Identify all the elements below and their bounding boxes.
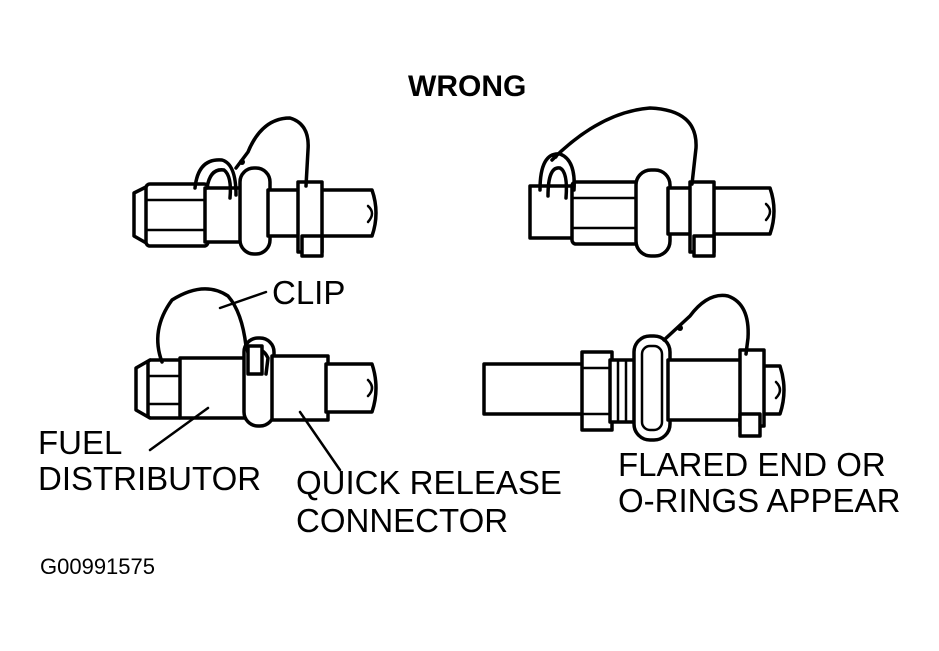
figure-code: G00991575 <box>40 554 155 579</box>
label-quick-release-line1: QUICK RELEASE <box>296 464 562 501</box>
label-flared-line2: O-RINGS APPEAR <box>618 482 901 519</box>
label-quick-release-line2: CONNECTOR <box>296 502 509 539</box>
label-clip: CLIP <box>272 274 346 311</box>
connector-top-right <box>528 106 776 258</box>
connector-bottom-left <box>134 287 378 428</box>
leader-fuel-distributor <box>148 406 210 452</box>
label-flared-line1: FLARED END OR <box>618 446 886 483</box>
connector-top-left <box>132 116 378 258</box>
leader-quick-release <box>298 410 342 472</box>
label-fuel-line2: DISTRIBUTOR <box>38 460 262 497</box>
connector-bottom-right <box>482 293 786 442</box>
leader-lines <box>148 290 342 472</box>
leader-clip <box>218 290 268 310</box>
diagram-title: WRONG <box>408 70 527 103</box>
label-fuel-line1: FUEL <box>38 424 123 461</box>
